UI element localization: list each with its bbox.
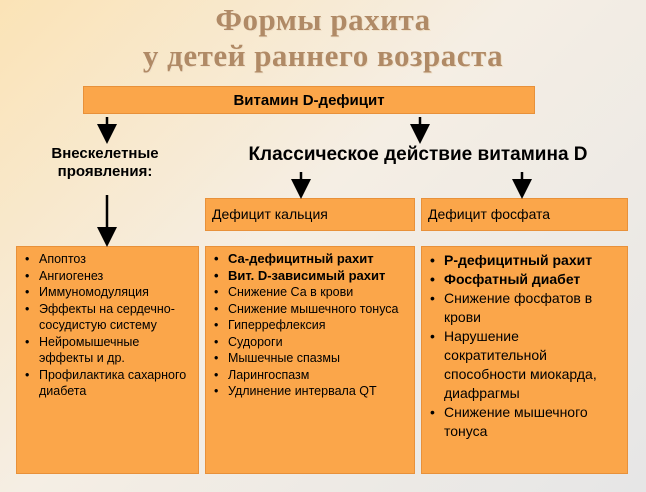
extraskeletal-label-line-1: Внескелетные	[51, 145, 159, 162]
list-item: Са-дефицитный рахит	[214, 251, 408, 268]
title-line-2: у детей раннего возраста	[142, 38, 504, 73]
list-item: Ларингоспазм	[214, 367, 408, 384]
list-item: Удлинение интервала QT	[214, 383, 408, 400]
list-item: Иммуномодуляция	[25, 284, 192, 301]
list-item: Снижение мышечного тонуса	[214, 301, 408, 318]
list-item: Снижение мышечного тонуса	[430, 403, 621, 441]
phosphate-list-box: Р-дефицитный рахит Фосфатный диабет Сниж…	[421, 246, 628, 474]
classic-action-label: Классическое действие витамина D	[248, 144, 588, 165]
extraskeletal-label: Внескелетные проявления:	[30, 145, 180, 181]
list-item: Гиперрефлексия	[214, 317, 408, 334]
list-item: Эффекты на сердечно-сосудистую систему	[25, 301, 192, 334]
list-item: Нейромышечные эффекты и др.	[25, 334, 192, 367]
extraskeletal-label-line-2: проявления:	[57, 163, 153, 180]
list-item: Р-дефицитный рахит	[430, 251, 621, 270]
list-item: Судороги	[214, 334, 408, 351]
list-item: Фосфатный диабет	[430, 270, 621, 289]
list-item: Ангиогенез	[25, 268, 192, 285]
list-item: Снижение фосфатов в крови	[430, 289, 621, 327]
extraskeletal-list-box: Апоптоз Ангиогенез Иммуномодуляция Эффек…	[16, 246, 199, 474]
calcium-list-box: Са-дефицитный рахит Вит. D-зависимый рах…	[205, 246, 415, 474]
list-item: Апоптоз	[25, 251, 192, 268]
list-item: Вит. D-зависимый рахит	[214, 268, 408, 285]
list-item: Мышечные спазмы	[214, 350, 408, 367]
list-item: Нарушение сократительной способности мио…	[430, 327, 621, 403]
vitamin-d-deficit-box: Витамин D-дефицит	[83, 86, 535, 114]
title-line-1: Формы рахита	[215, 2, 431, 37]
list-item: Снижение Са в крови	[214, 284, 408, 301]
list-item: Профилактика сахарного диабета	[25, 367, 192, 400]
